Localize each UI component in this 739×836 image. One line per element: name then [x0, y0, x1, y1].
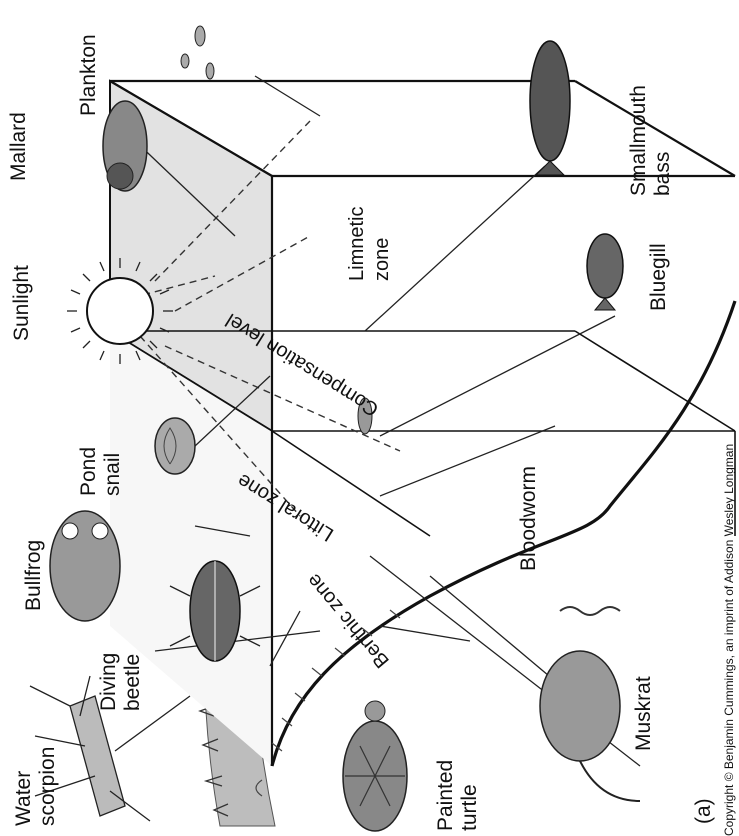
plankton-icon: [180, 25, 215, 80]
mallard-label: Mallard: [7, 112, 30, 181]
diving-beetle-icon: [169, 560, 261, 662]
block-edges: [109, 79, 736, 766]
muskrat-icon: [539, 650, 641, 802]
sunlight-label: Sunlight: [10, 265, 33, 341]
bluegill-label: Bluegill: [647, 243, 670, 311]
limnetic-zone-label-line1: Limnetic: [346, 207, 368, 281]
bullfrog-icon: [49, 510, 121, 622]
copyright-notice: Copyright © Benjamin Cummings, an imprin…: [722, 444, 736, 836]
water-scorpion-label-line2: scorpion: [36, 747, 59, 826]
benthic-zone-label: Benthic zone: [303, 569, 394, 672]
bluegill-icon: [586, 233, 624, 311]
bloodworm-label: Bloodworm: [517, 466, 540, 571]
painted-turtle-icon: [342, 700, 408, 832]
pond-snail-icon: [154, 417, 196, 475]
muskrat-label: Muskrat: [632, 676, 655, 751]
pond-snail-label-line1: Pond: [77, 447, 100, 496]
bullfrog-label: Bullfrog: [22, 540, 45, 611]
small-fish-icon: [357, 397, 373, 435]
painted-turtle-label-line2: turtle: [458, 784, 481, 831]
plankton-label: Plankton: [77, 34, 100, 116]
figure-letter: (a): [692, 798, 715, 824]
smallmouth-bass-icon: [529, 40, 571, 176]
pond-snail-label-line2: snail: [101, 453, 124, 496]
diving-beetle-label-line1: Diving: [97, 653, 120, 711]
sunlight-rays: [119, 120, 401, 517]
limnetic-zone-label-line2: zone: [371, 238, 393, 281]
smallmouth-bass-label-line1: Smallmouth: [627, 85, 650, 196]
painted-turtle-label-line1: Painted: [434, 760, 457, 831]
water-scorpion-label-line1: Water: [12, 771, 35, 826]
bloodworm-icon: [559, 606, 621, 616]
mallard-icon: [102, 100, 148, 192]
benthic-profile: [270, 300, 737, 767]
sun-icon: [67, 258, 173, 364]
water-scorpion-icon: [29, 675, 151, 822]
diving-beetle-label-line2: beetle: [121, 654, 144, 711]
smallmouth-bass-label-line2: bass: [651, 152, 674, 196]
